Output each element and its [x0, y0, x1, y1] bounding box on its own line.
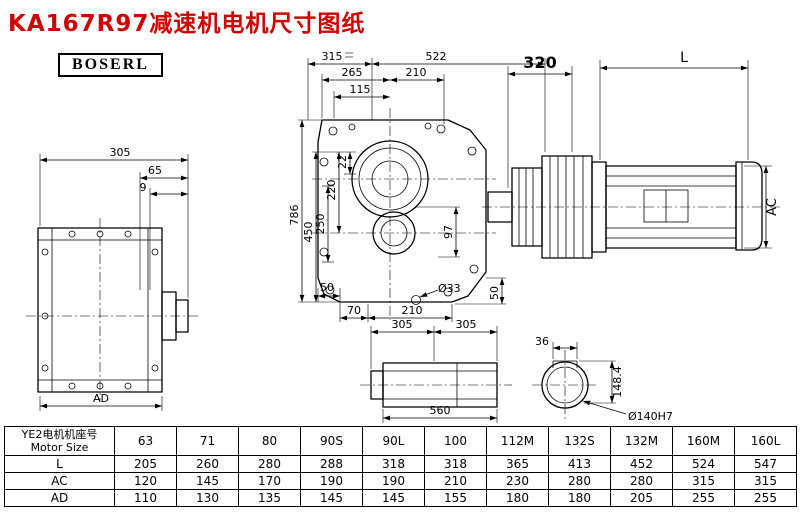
table-cell: 547: [734, 455, 797, 473]
table-cell: 205: [610, 489, 673, 507]
table-row: AC 120 145 170 190 190 210 230 280 280 3…: [4, 472, 797, 490]
table-row: L 205 260 280 288 318 318 365 413 452 52…: [4, 455, 797, 473]
table-cell: 280: [238, 455, 301, 473]
table-cell: 135: [238, 489, 301, 507]
dim-265: 265: [342, 66, 363, 79]
dim-115: 115: [350, 83, 371, 96]
dim-50-left: 50: [320, 281, 334, 294]
dim-bore-diameter: Ø140H7: [628, 410, 673, 423]
col-header: 100: [424, 426, 487, 456]
col-header: 112M: [486, 426, 549, 456]
row-label: AD: [4, 489, 115, 507]
table-cell: 230: [486, 472, 549, 490]
dim-305-shaft-left: 305: [392, 318, 413, 331]
page-title: KA167R97减速机电机尺寸图纸: [8, 11, 366, 37]
col-header: 90L: [362, 426, 425, 456]
table-cell: 145: [300, 489, 363, 507]
dim-210-bottom: 210: [402, 304, 423, 317]
col-header: 132M: [610, 426, 673, 456]
dim-70: 70: [347, 304, 361, 317]
brand-text: BOSERL: [72, 56, 149, 73]
dim-65: 65: [148, 164, 162, 177]
table-cell: 155: [424, 489, 487, 507]
table-header-row: YE2电机机座号 Motor Size 63 71 80 90S 90L 100…: [4, 426, 797, 456]
table-header-en: Motor Size: [30, 441, 89, 454]
col-header: 90S: [300, 426, 363, 456]
dim-250: 250: [314, 214, 327, 235]
dim-210-top: 210: [406, 66, 427, 79]
dim-522: 522: [426, 50, 447, 63]
dim-320: 320: [523, 53, 556, 72]
shaft-section-view: 36 148.4 Ø140H7: [532, 335, 673, 423]
table-cell: 255: [672, 489, 735, 507]
table-cell: 288: [300, 455, 363, 473]
col-header: 160M: [672, 426, 735, 456]
table-cell: 318: [424, 455, 487, 473]
output-shaft-view: 305 305 560: [360, 318, 512, 423]
table-row: AD 110 130 135 145 145 155 180 180 205 2…: [4, 489, 797, 507]
col-header: 63: [114, 426, 177, 456]
table-cell: 180: [548, 489, 611, 507]
dim-305-shaft-right: 305: [456, 318, 477, 331]
table-cell: 190: [362, 472, 425, 490]
dim-220: 220: [325, 180, 338, 201]
table-header-cn: YE2电机机座号: [21, 428, 98, 441]
dim-ac: AC: [765, 198, 780, 216]
table-cell: 120: [114, 472, 177, 490]
dim-305-left-view: 305: [110, 146, 131, 159]
col-header: 160L: [734, 426, 797, 456]
table-cell: 145: [176, 472, 239, 490]
dim-36: 36: [535, 335, 549, 348]
dim-786: 786: [288, 205, 301, 226]
dim-97: 97: [442, 225, 455, 239]
col-header: 71: [176, 426, 239, 456]
motor-assembly-view: 320 L AC: [482, 50, 780, 259]
dim-50-right: 50: [488, 286, 501, 300]
table-cell: 145: [362, 489, 425, 507]
dim-315: 315: [322, 50, 343, 63]
table-cell: 255: [734, 489, 797, 507]
brand-logo: BOSERL: [58, 53, 163, 77]
dim-148-4: 148.4: [611, 366, 624, 398]
motor-size-table: YE2电机机座号 Motor Size 63 71 80 90S 90L 100…: [4, 426, 797, 507]
row-label: L: [4, 455, 115, 473]
front-view: [312, 108, 496, 320]
table-cell: 210: [424, 472, 487, 490]
dim-ad: AD: [93, 392, 109, 405]
col-header: 132S: [548, 426, 611, 456]
table-cell: 365: [486, 455, 549, 473]
left-side-view: 305 65 9 AD: [26, 146, 200, 411]
table-header-motor-size: YE2电机机座号 Motor Size: [4, 426, 115, 456]
table-cell: 180: [486, 489, 549, 507]
table-cell: 413: [548, 455, 611, 473]
table-cell: 130: [176, 489, 239, 507]
dim-motor-length: L: [680, 50, 688, 66]
table-cell: 318: [362, 455, 425, 473]
dim-hole-diameter: Ø33: [438, 282, 461, 295]
row-label: AC: [4, 472, 115, 490]
table-cell: 280: [548, 472, 611, 490]
table-cell: 190: [300, 472, 363, 490]
table-cell: 170: [238, 472, 301, 490]
table-cell: 110: [114, 489, 177, 507]
dim-22: 22: [336, 155, 349, 169]
dim-560: 560: [430, 404, 451, 417]
technical-drawing: 305 65 9 AD: [26, 50, 780, 423]
table-cell: 315: [734, 472, 797, 490]
front-view-dimensions: 315 522 265 210 115 786 450 250 220 22: [288, 50, 546, 322]
table-cell: 280: [610, 472, 673, 490]
dim-450: 450: [302, 222, 315, 243]
table-cell: 205: [114, 455, 177, 473]
dim-9: 9: [140, 181, 147, 194]
table-cell: 524: [672, 455, 735, 473]
table-cell: 260: [176, 455, 239, 473]
table-cell: 315: [672, 472, 735, 490]
col-header: 80: [238, 426, 301, 456]
table-cell: 452: [610, 455, 673, 473]
